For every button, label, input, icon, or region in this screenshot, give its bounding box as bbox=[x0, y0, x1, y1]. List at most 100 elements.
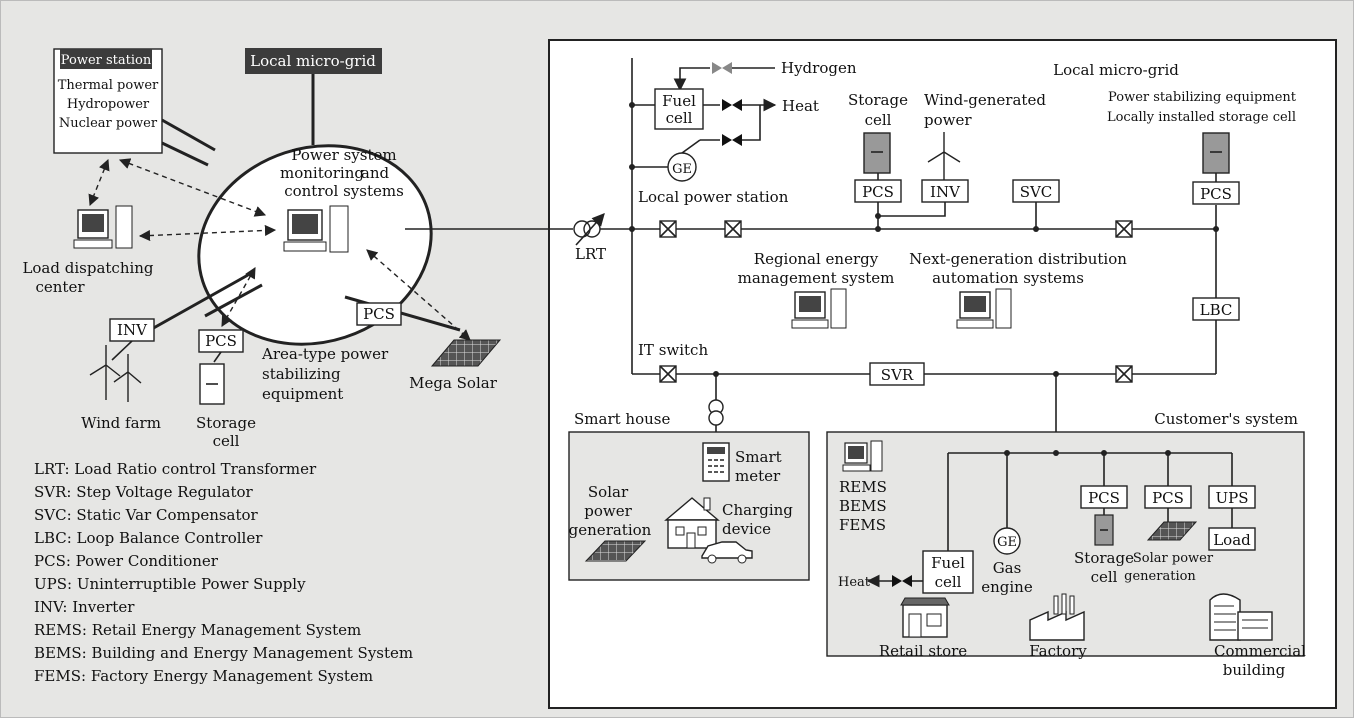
smart-house-title: Smart house bbox=[574, 410, 670, 428]
junction-dot bbox=[1053, 450, 1059, 456]
dispatch-label: center bbox=[35, 278, 85, 296]
junction-dot bbox=[875, 226, 881, 232]
house-transformer-icon bbox=[708, 410, 724, 426]
pcs-label-stab: PCS bbox=[1200, 185, 1232, 203]
ems-computer-icon bbox=[842, 440, 883, 472]
it-switch-label: IT switch bbox=[638, 341, 708, 359]
it-switch-icon bbox=[659, 365, 677, 383]
smart-meter-label: Smart bbox=[735, 448, 782, 466]
pcs-label-left: PCS bbox=[205, 332, 237, 350]
house-solar-label: generation bbox=[569, 521, 652, 539]
customer-title: Customer's system bbox=[1154, 410, 1298, 428]
valve-icon bbox=[712, 62, 732, 74]
gas-engine-label: Gas bbox=[993, 559, 1022, 577]
car-icon bbox=[701, 541, 753, 564]
junction-dot bbox=[629, 164, 635, 170]
legend: LRT: Load Ratio control Transformer SVR:… bbox=[34, 460, 413, 685]
ge-label-customer: GE bbox=[997, 535, 1017, 550]
legend-item: UPS: Uninterruptible Power Supply bbox=[34, 575, 306, 593]
lbc-box bbox=[1192, 297, 1240, 321]
storage-label-left: cell bbox=[213, 432, 240, 450]
monitoring-label: Power system bbox=[291, 146, 396, 164]
solar-panel-icon bbox=[584, 540, 647, 562]
nextgen-label: Next-generation distribution bbox=[909, 250, 1127, 268]
ge-heat-joint bbox=[742, 105, 761, 141]
customer-heat-label: Heat bbox=[838, 575, 871, 590]
pcs-label-customer-1: PCS bbox=[1088, 489, 1120, 507]
nextgen-computer-icon bbox=[956, 288, 1012, 329]
dash-link-storage bbox=[221, 267, 256, 327]
wind-tail bbox=[111, 340, 133, 361]
valve-icon bbox=[722, 134, 742, 146]
dispatch-label: Load dispatching bbox=[22, 259, 153, 277]
storage-label-right: Storage bbox=[848, 91, 908, 109]
fuel-cell-label: cell bbox=[666, 109, 693, 127]
station-link bbox=[161, 118, 216, 152]
storage-tail bbox=[213, 351, 222, 363]
lrt-transformer-icon bbox=[573, 213, 605, 246]
ems-label: REMS bbox=[839, 478, 887, 496]
switch-icon bbox=[1115, 220, 1133, 238]
junction-dot bbox=[1101, 450, 1107, 456]
solar-panel-icon bbox=[1146, 521, 1198, 541]
monitoring-label: and bbox=[361, 164, 390, 182]
smart-meter-icon bbox=[702, 442, 730, 482]
fuel-cell-box bbox=[654, 88, 704, 130]
load-box bbox=[1208, 527, 1256, 551]
factory-icon bbox=[1029, 593, 1085, 641]
fuel-cell-label: Fuel bbox=[662, 92, 696, 110]
wind-link bbox=[149, 273, 249, 332]
power-station: Power station Thermal power Hydropower N… bbox=[53, 48, 163, 154]
svr-label: SVR bbox=[881, 366, 914, 384]
switch-icon bbox=[724, 220, 742, 238]
monitoring-label: monitoring bbox=[280, 164, 364, 182]
microgrid-title: Local micro-grid bbox=[1053, 61, 1179, 79]
ems-label: FEMS bbox=[839, 516, 886, 534]
charging-label: Charging bbox=[722, 501, 793, 519]
junction-dot bbox=[629, 102, 635, 108]
customer-solar-label: Solar power bbox=[1133, 551, 1214, 566]
commercial-building-icon bbox=[1209, 593, 1273, 641]
storage-cell-icon bbox=[1202, 132, 1230, 174]
power-station-header: Power station bbox=[61, 53, 152, 68]
hydrogen-label: Hydrogen bbox=[781, 59, 857, 77]
wind-turbine-icon bbox=[927, 132, 961, 180]
local-microgrid-banner: Local micro-grid bbox=[245, 48, 382, 74]
legend-item: PCS: Power Conditioner bbox=[34, 552, 219, 570]
power-station-line: Nuclear power bbox=[59, 116, 158, 131]
stabilizing-label: Power stabilizing equipment bbox=[1108, 90, 1297, 105]
junction-dot bbox=[1033, 226, 1039, 232]
junction-dot bbox=[629, 226, 635, 232]
power-station-line: Hydropower bbox=[67, 97, 150, 112]
commercial-label: Commercial bbox=[1214, 642, 1306, 660]
gas-engine-label: engine bbox=[981, 578, 1033, 596]
house-solar-label: power bbox=[584, 502, 632, 520]
factory-label: Factory bbox=[1029, 642, 1087, 660]
fuel-cell-label-customer: cell bbox=[935, 573, 962, 591]
commercial-label: building bbox=[1223, 661, 1286, 679]
ups-label: UPS bbox=[1215, 489, 1248, 507]
retail-store-icon bbox=[900, 597, 950, 638]
regional-label: Regional energy bbox=[754, 250, 879, 268]
dash-link-station bbox=[118, 158, 267, 217]
legend-item: FEMS: Factory Energy Management System bbox=[34, 667, 373, 685]
legend-item: BEMS: Building and Energy Management Sys… bbox=[34, 644, 413, 662]
smart-meter-label: meter bbox=[735, 467, 781, 485]
hydrogen-pipe bbox=[673, 67, 710, 92]
storage-cell-icon bbox=[863, 132, 891, 174]
legend-item: LRT: Load Ratio control Transformer bbox=[34, 460, 317, 478]
switch-icon bbox=[1115, 365, 1133, 383]
storage-label-right: cell bbox=[865, 111, 892, 129]
ge-top-link bbox=[681, 139, 701, 154]
banner-label: Local micro-grid bbox=[250, 52, 376, 70]
storage-link bbox=[204, 283, 263, 318]
house-icon bbox=[664, 497, 720, 549]
storage-cell-icon bbox=[199, 363, 225, 405]
area-type-label: equipment bbox=[262, 385, 343, 403]
stabilizing-label: Locally installed storage cell bbox=[1107, 110, 1296, 125]
valve-icon bbox=[722, 99, 742, 111]
storage-cell-icon bbox=[1094, 514, 1114, 546]
customer-solar-label: generation bbox=[1124, 569, 1196, 584]
heat-label: Heat bbox=[782, 97, 819, 115]
